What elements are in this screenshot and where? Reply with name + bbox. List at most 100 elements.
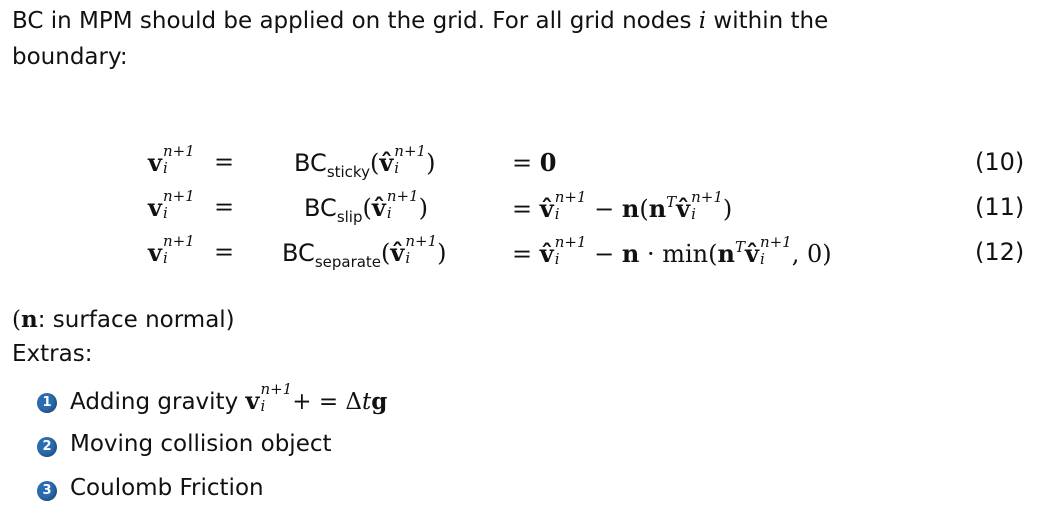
normal: n [717, 239, 735, 268]
sub: i [162, 159, 168, 177]
extras-label: Extras: [12, 341, 93, 367]
list-item: Moving collision object [70, 431, 332, 457]
vhat: v̂ [390, 238, 405, 267]
vhat: v̂ [676, 194, 691, 223]
min-function: min( [662, 240, 718, 268]
vhat: v̂ [744, 239, 759, 268]
equation-number: (12) [975, 238, 1025, 266]
equals-sign: = [214, 193, 235, 221]
paren: ) [426, 149, 436, 177]
paren: ) [437, 239, 447, 267]
paren: ( [362, 194, 372, 222]
plus-equals-delta: + = Δ [292, 389, 363, 415]
intro-text-end: within the [706, 8, 829, 34]
paren: ) [418, 194, 428, 222]
sub: i [162, 249, 168, 267]
paren: ( [639, 195, 649, 223]
sup: n+1 [554, 188, 587, 206]
equation-number: (10) [975, 148, 1025, 176]
paren: ( [12, 307, 21, 333]
paren: ( [381, 239, 391, 267]
v: v [148, 193, 162, 222]
equals-sign: = [512, 149, 533, 177]
gravity: g [371, 388, 388, 415]
normal: n [621, 239, 640, 268]
sup: n+1 [162, 187, 195, 205]
sub: i [162, 204, 168, 222]
rhs: = 0 [512, 148, 556, 177]
transpose: T [734, 238, 745, 256]
bc-label: BC [282, 239, 315, 267]
sub: i [260, 397, 266, 415]
sup: n+1 [386, 187, 419, 205]
bc-subscript: sticky [326, 163, 370, 181]
paren: ( [369, 149, 380, 177]
vhat: v̂ [371, 193, 386, 222]
vhat: v̂ [539, 239, 554, 268]
sub: i [386, 204, 392, 222]
v: v [148, 238, 162, 267]
sup: n+1 [162, 232, 195, 250]
list-item: Coulomb Friction [70, 475, 264, 501]
bullet-number-1: 1 [37, 393, 57, 413]
vhat: v̂ [539, 194, 554, 223]
normal: n [621, 194, 640, 223]
bc-label: BC [304, 194, 337, 222]
zero-vector: 0 [539, 148, 557, 177]
sup: n+1 [394, 142, 427, 160]
normal: n [648, 194, 667, 223]
dot: · [646, 240, 655, 268]
sup: n+1 [260, 380, 293, 398]
paren: ) [722, 195, 733, 223]
equals-sign: = [512, 240, 533, 268]
equation-number: (11) [975, 193, 1025, 221]
equals-sign: = [214, 148, 235, 176]
vhat: v̂ [379, 148, 394, 177]
bc-subscript: separate [314, 253, 382, 271]
intro-line-2: boundary: [12, 44, 128, 70]
min-tail: , 0) [791, 240, 832, 268]
equals-sign: = [512, 195, 533, 223]
sup: n+1 [759, 233, 792, 251]
equals-sign: = [214, 238, 235, 266]
node-index-variable: i [698, 8, 707, 34]
bc-label: BC [294, 149, 327, 177]
sub: i [554, 205, 560, 223]
sup: n+1 [405, 232, 438, 250]
intro-line-1: BC in MPM should be applied on the grid.… [12, 8, 828, 34]
sub: i [691, 205, 696, 223]
bc-subscript: slip [336, 208, 363, 226]
list-item-label: Adding gravity [70, 389, 246, 415]
sup: n+1 [554, 233, 587, 251]
sub: i [554, 250, 560, 268]
normal-note: (n: surface normal) [12, 306, 235, 333]
sup: n+1 [691, 188, 723, 206]
normal: n [20, 306, 38, 333]
intro-text: BC in MPM should be applied on the grid.… [12, 8, 699, 34]
bullet-number-2: 2 [37, 437, 57, 457]
v: v [245, 386, 260, 415]
transpose: T [666, 193, 677, 211]
v: v [148, 148, 162, 177]
sub: i [394, 159, 400, 177]
sub: i [405, 249, 411, 267]
